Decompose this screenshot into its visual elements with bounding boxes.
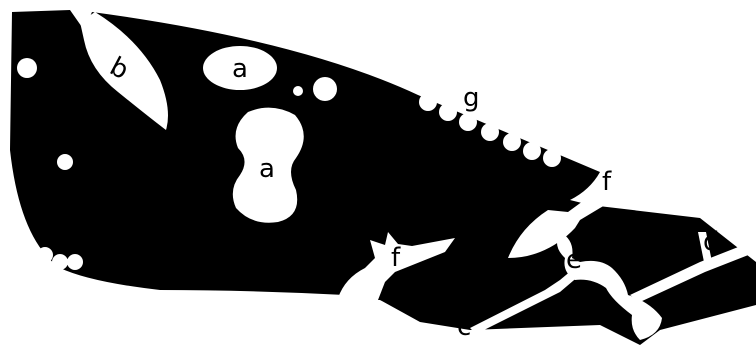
label-a-top: a [232,54,248,84]
label-f-bottom: f [391,243,401,273]
label-e: e [566,245,582,275]
white-dot-1 [17,58,37,78]
white-dot-3 [313,77,337,101]
label-a-mid: a [259,154,275,184]
white-dot-2 [57,154,73,170]
label-f-right: f [602,167,612,197]
label-c: c [457,312,471,342]
white-dot-4 [293,86,303,96]
label-d: d [703,227,720,257]
label-g: g [463,83,480,113]
